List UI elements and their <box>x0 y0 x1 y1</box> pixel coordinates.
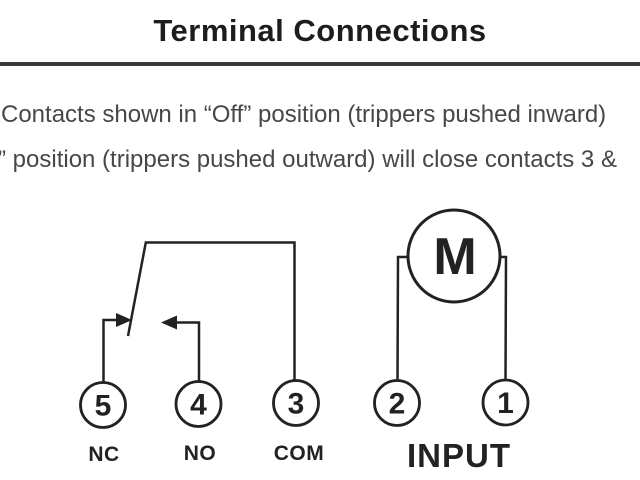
terminal-3-label: COM <box>274 442 325 465</box>
terminal-2-circle <box>373 379 421 427</box>
terminal-1-number: 1 <box>497 387 514 420</box>
terminal-1-circle <box>481 378 530 427</box>
page-title: Terminal Connections <box>153 13 487 48</box>
terminal-4-label: NO <box>184 442 217 465</box>
switch-blade <box>126 241 148 337</box>
terminal-4-number: 4 <box>190 389 207 422</box>
no-contact-arm <box>177 321 201 381</box>
input-label: INPUT <box>407 437 511 474</box>
terminal-3-number: 3 <box>288 388 305 421</box>
terminal-5-number: 5 <box>95 390 112 423</box>
com-wire <box>145 241 296 381</box>
nc-arrowhead-icon <box>116 313 132 327</box>
description-line-2: ” position (trippers pushed outward) wil… <box>0 146 617 173</box>
title-separator <box>0 62 640 66</box>
terminal-4-circle <box>174 380 223 428</box>
description-line-1: Contacts shown in “Off” position (trippe… <box>1 101 607 128</box>
nc-contact-arm <box>102 318 119 382</box>
no-arrowhead-icon <box>161 315 177 330</box>
motor-lead-right <box>499 255 508 381</box>
terminal-3-circle <box>272 379 320 427</box>
terminal-2-number: 2 <box>389 388 406 421</box>
terminal-5-circle <box>79 381 127 429</box>
terminal-5-label: NC <box>88 443 119 466</box>
motor-lead-left <box>396 255 409 381</box>
motor-symbol: M <box>433 228 476 286</box>
